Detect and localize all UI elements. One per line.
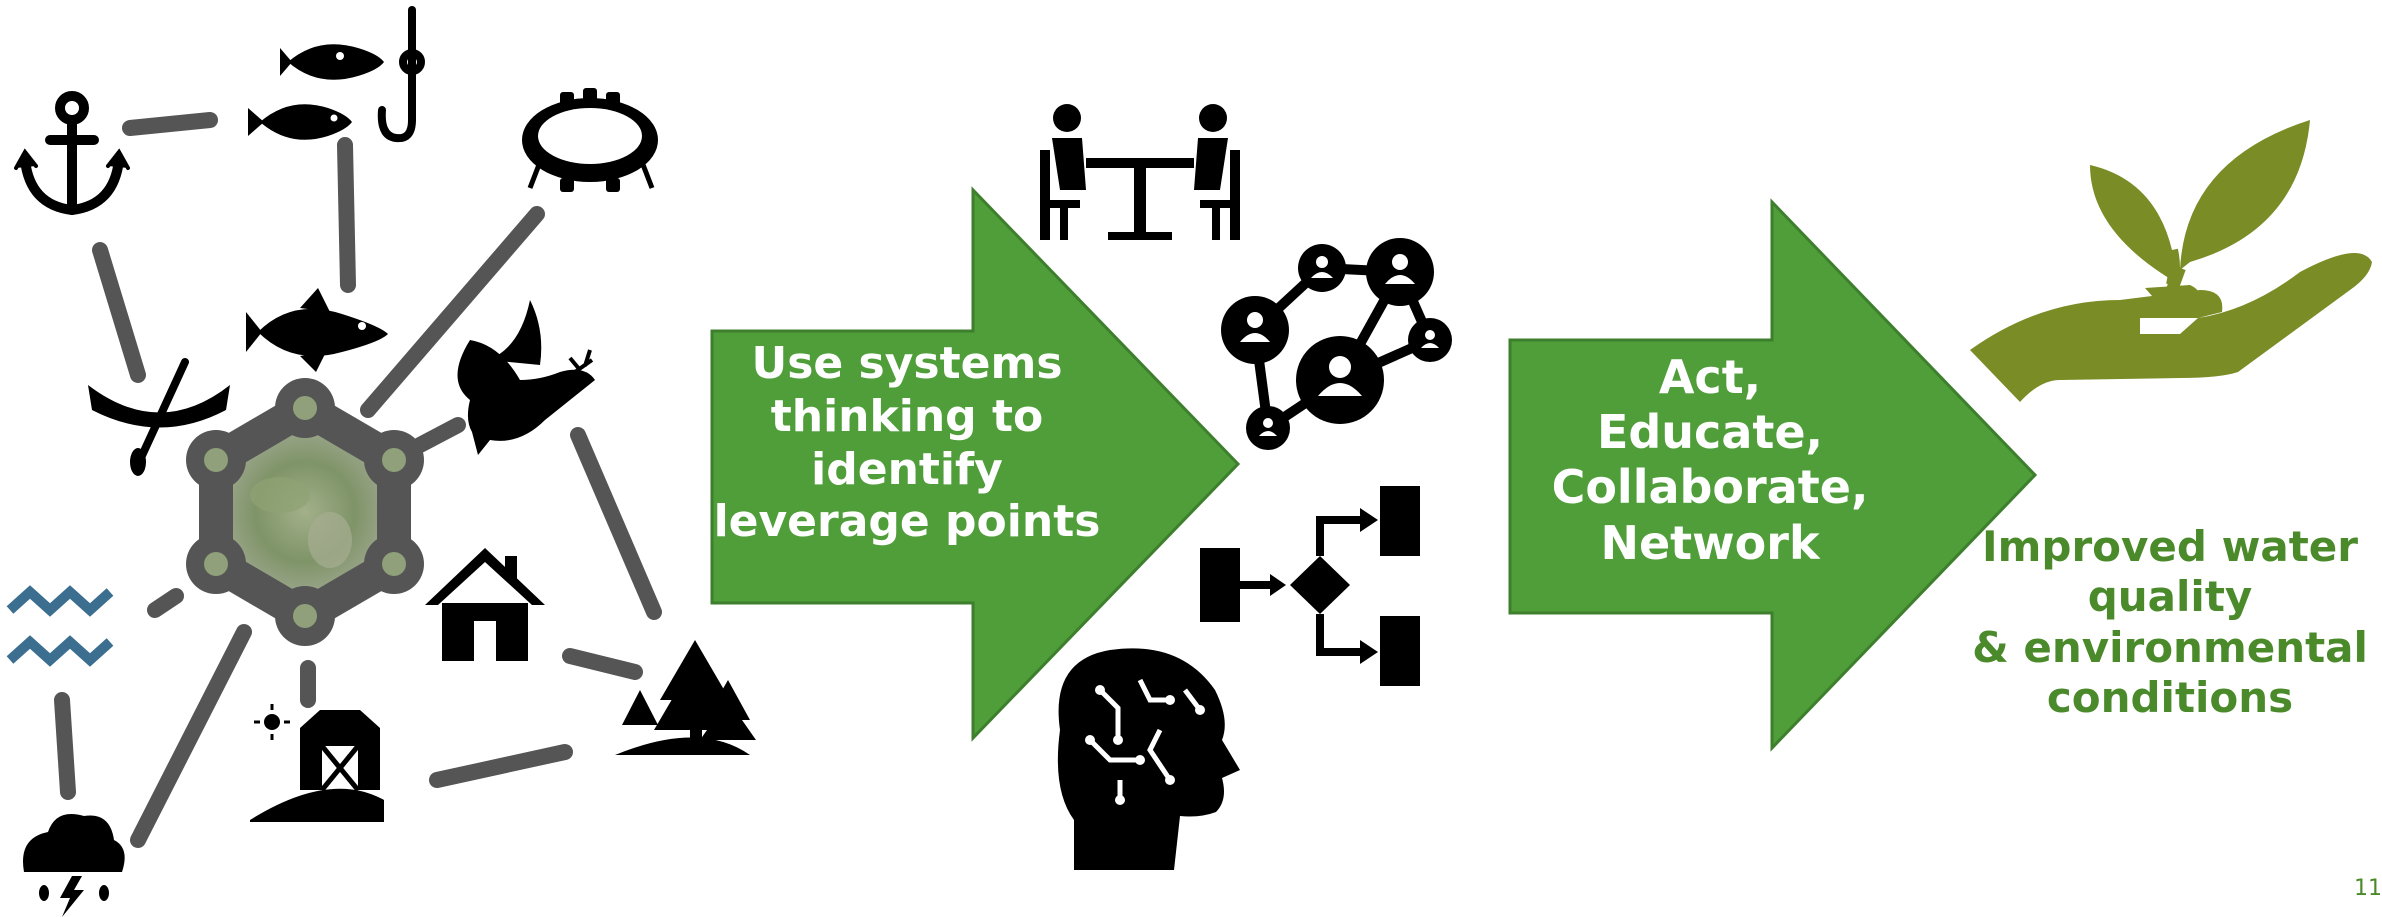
arrow1-line: leverage points	[713, 496, 1101, 548]
storm-cloud-icon	[23, 814, 125, 917]
connector-line	[54, 692, 76, 800]
house-icon	[425, 548, 545, 661]
connector-line	[412, 417, 466, 453]
network-icon	[1221, 238, 1452, 450]
meeting-icon	[1040, 104, 1240, 240]
arrow-act-educate-label: Act, Educate, Collaborate, Network	[1540, 350, 1880, 571]
arrow2-line: Educate,	[1596, 405, 1824, 460]
anchor-icon	[14, 91, 130, 216]
brain-icon	[1057, 648, 1240, 870]
watershed-hub-icon	[186, 378, 424, 646]
canoe-icon	[88, 358, 230, 476]
forest-icon	[615, 640, 756, 755]
connector-line	[570, 427, 662, 620]
connector-line	[337, 137, 356, 293]
fish-icon	[246, 44, 388, 372]
connector-line	[130, 624, 252, 848]
outcome-line: conditions	[2046, 673, 2294, 723]
fishhook-icon	[377, 6, 425, 143]
connector-line	[122, 112, 218, 136]
connector-line	[92, 242, 146, 383]
decision-flow-icon	[1200, 486, 1420, 686]
arrow2-line: Act,	[1658, 350, 1762, 404]
arrow1-line: identify	[811, 443, 1003, 495]
outcome-line: & environmental	[1972, 622, 2368, 672]
arrow-systems-thinking-label: Use systems thinking to identify leverag…	[712, 338, 1102, 549]
connector-line	[147, 588, 184, 618]
page-number: 11	[2354, 876, 2382, 901]
outcome-line: Improved water	[1982, 522, 2358, 571]
connector-lines	[54, 112, 662, 848]
arrow1-line: Use systems	[751, 338, 1063, 389]
dove-icon	[457, 300, 595, 455]
connector-line	[562, 648, 643, 680]
barn-icon	[250, 704, 384, 822]
connector-line	[429, 744, 573, 788]
arrow2-line: Network	[1600, 515, 1820, 570]
arrow-systems-thinking	[710, 186, 1241, 742]
plant-hand-icon	[1970, 120, 2372, 402]
outcome-label: Improved water quality & environmental c…	[1960, 522, 2380, 724]
outcome-line: quality	[2087, 572, 2253, 622]
water-waves-icon	[6, 585, 114, 667]
arrow2-line: Collaborate,	[1551, 460, 1869, 515]
arrow-act-educate	[1508, 198, 2038, 752]
connector-line	[360, 206, 545, 418]
arrow1-line: thinking to	[770, 390, 1044, 442]
